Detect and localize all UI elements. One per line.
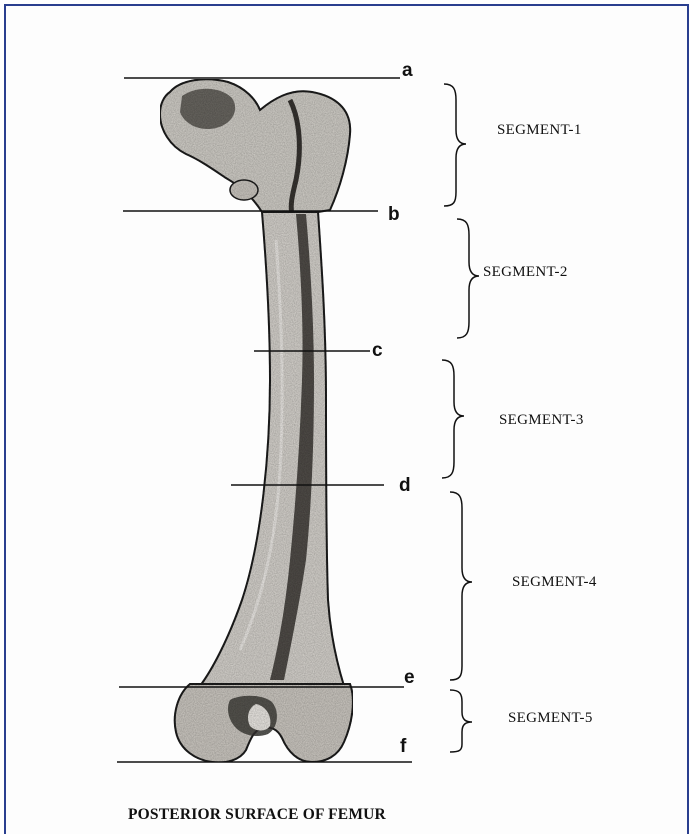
segment-brace-3 — [442, 360, 464, 478]
lesser-trochanter — [230, 180, 258, 200]
segment-brace-4 — [450, 492, 472, 680]
level-label-a: a — [402, 60, 413, 81]
figure-caption: POSTERIOR SURFACE OF FEMUR — [128, 806, 386, 824]
level-labels: a b c d e f — [372, 60, 415, 757]
segment-label-1: SEGMENT-1 — [497, 122, 582, 138]
segment-brace-2 — [457, 219, 479, 338]
segment-label-2: SEGMENT-2 — [483, 264, 568, 280]
level-label-f: f — [400, 736, 407, 757]
segment-label-4: SEGMENT-4 — [512, 574, 597, 590]
level-label-c: c — [372, 340, 383, 361]
level-label-d: d — [399, 475, 411, 496]
level-label-b: b — [388, 204, 400, 225]
segment-label-3: SEGMENT-3 — [499, 412, 584, 428]
femur-bone — [160, 79, 353, 762]
segment-brace-1 — [444, 84, 466, 206]
femur-shaft — [200, 212, 344, 686]
level-label-e: e — [404, 667, 415, 688]
segment-braces — [442, 84, 479, 752]
segment-label-5: SEGMENT-5 — [508, 710, 593, 726]
segment-brace-5 — [450, 690, 472, 752]
segment-labels: SEGMENT-1 SEGMENT-2 SEGMENT-3 SEGMENT-4 … — [483, 122, 597, 726]
